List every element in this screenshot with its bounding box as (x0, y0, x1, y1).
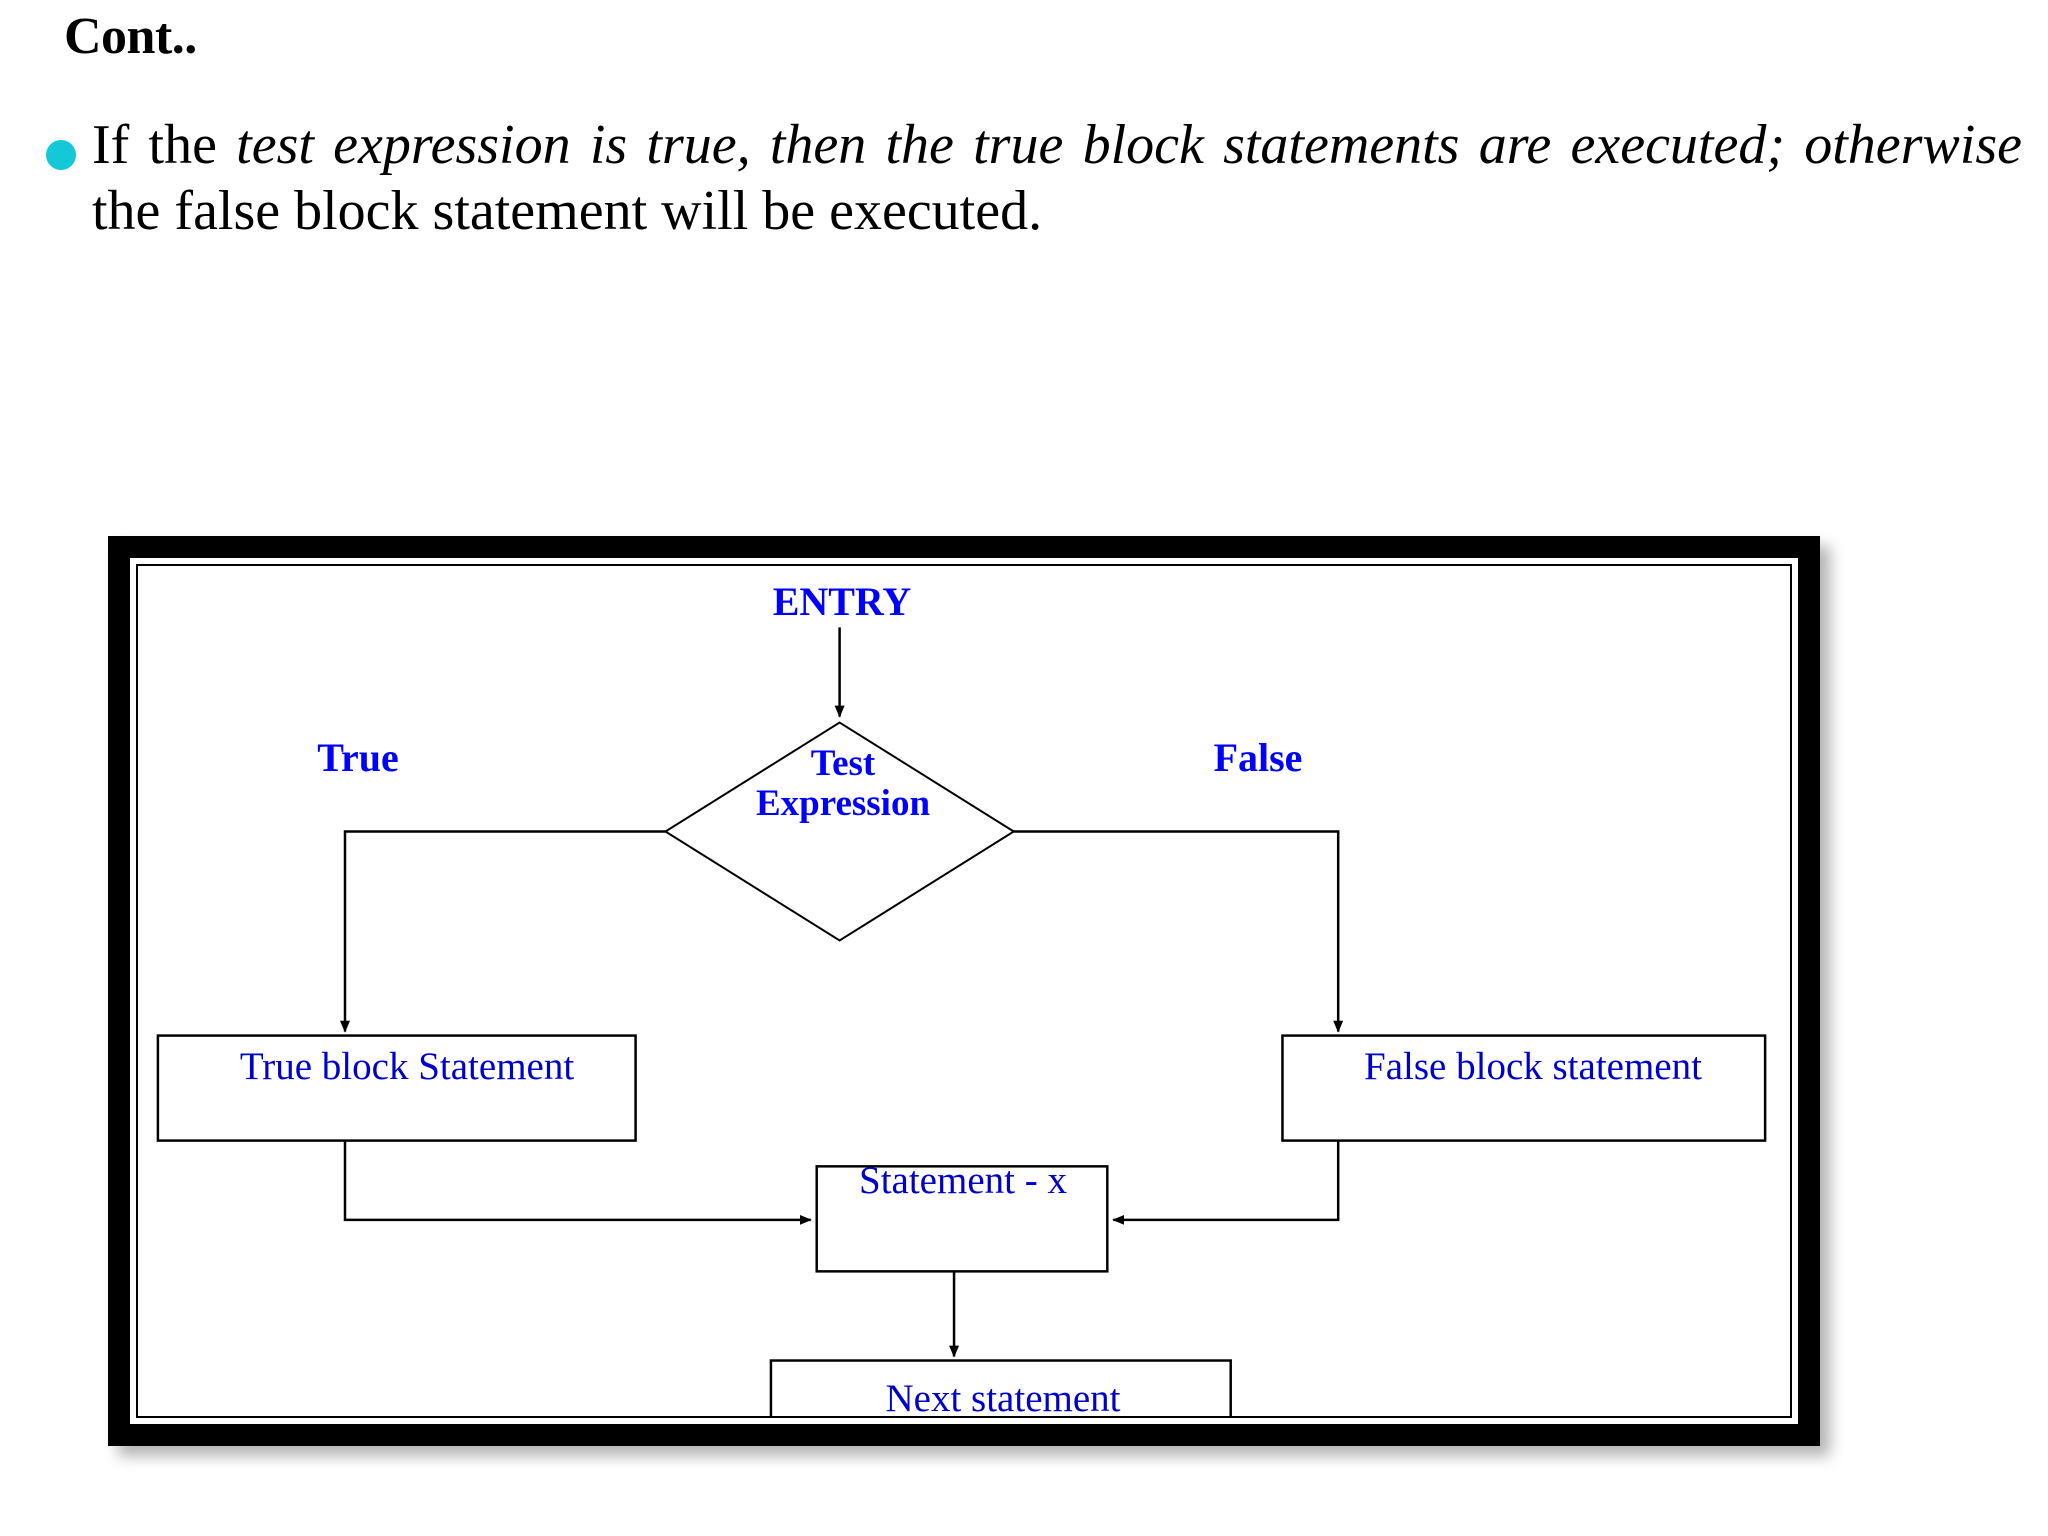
edge-true-branch (340, 830, 666, 1033)
bullet-text-tail: the false block statement will be execut… (92, 180, 1043, 243)
merge-block-rect (815, 1165, 1109, 1273)
next-block-rect (769, 1359, 1232, 1416)
edge-true-to-merge (343, 1140, 812, 1225)
bullet-text-lead: If the (92, 114, 237, 176)
true-branch-label: True (317, 735, 399, 780)
bullet-paragraph: If the test expression is true, then the… (92, 112, 2022, 244)
edge-false-branch (1013, 830, 1344, 1033)
page-title: Cont.. (64, 8, 197, 65)
bullet-dot-icon (46, 140, 76, 170)
flowchart-connectors (156, 627, 1767, 1416)
entry-label: ENTRY (772, 579, 912, 624)
decision-diamond (663, 721, 1016, 942)
edge-false-to-merge (1112, 1140, 1340, 1225)
true-block-rect (156, 1034, 637, 1142)
false-block-rect (1281, 1034, 1767, 1142)
bullet-text-italic: test expression is true, then the true b… (236, 114, 2022, 176)
false-branch-label: False (1213, 735, 1303, 780)
